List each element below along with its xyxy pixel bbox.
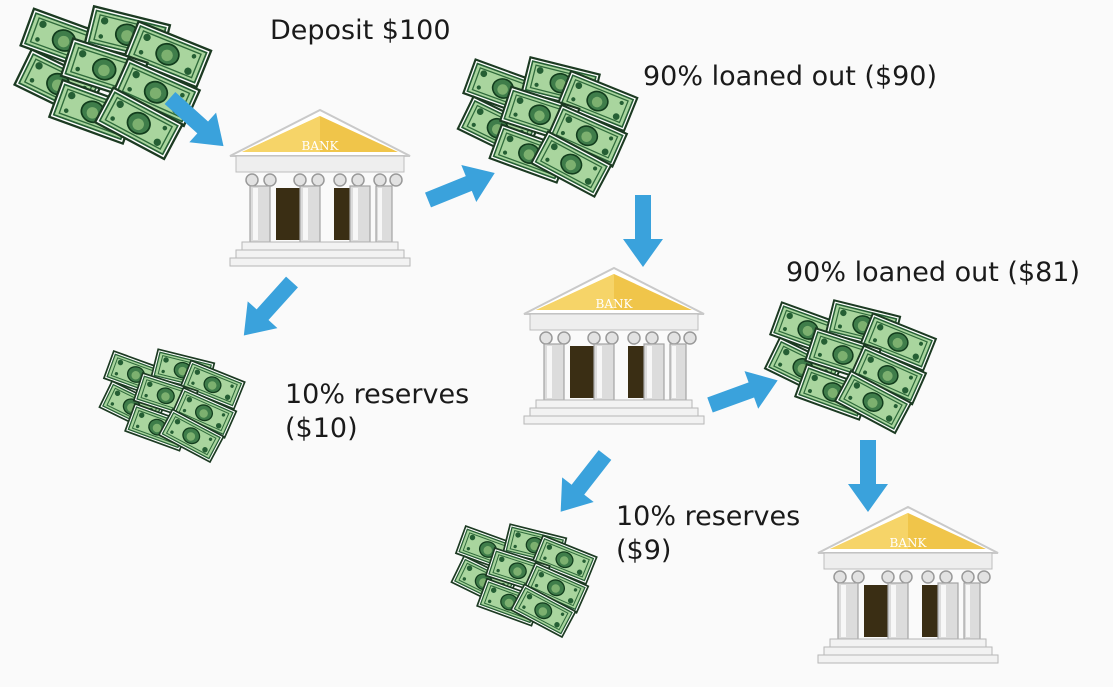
bank-building-icon: [523, 267, 705, 425]
reserves-pct-2: 10% reserves: [616, 501, 801, 532]
flow-arrow-icon: [420, 154, 503, 219]
flow-arrow-icon: [228, 268, 307, 349]
reserves-amt-2: ($9): [616, 535, 672, 566]
money-stack-icon: [15, 6, 212, 159]
reserves-label-1: 10% reserves ($10): [285, 378, 469, 446]
reserves-pct-1: 10% reserves: [285, 379, 470, 410]
bank-sign: BANK: [302, 139, 340, 153]
reserves-label-2: 10% reserves ($9): [616, 500, 800, 568]
bank-building-icon: [229, 109, 411, 267]
flow-arrow-icon: [848, 440, 888, 512]
deposit-label: Deposit $100: [270, 14, 451, 48]
bank-building-icon: [817, 506, 999, 664]
money-stack-icon: [765, 300, 936, 433]
loan-text-1: 90% loaned out ($90): [643, 61, 938, 92]
money-stack-icon: [451, 524, 596, 637]
loan-label-2: 90% loaned out ($81): [786, 256, 1080, 290]
bank-sign: BANK: [596, 297, 634, 311]
flow-arrow-icon: [544, 442, 621, 525]
bank-sign: BANK: [890, 536, 928, 550]
reserves-amt-1: ($10): [285, 413, 358, 444]
money-stack-icon: [99, 349, 244, 462]
loan-text-2: 90% loaned out ($81): [786, 257, 1081, 288]
deposit-text: Deposit $100: [270, 15, 451, 46]
flow-arrow-icon: [623, 195, 663, 267]
loan-label-1: 90% loaned out ($90): [643, 60, 937, 94]
